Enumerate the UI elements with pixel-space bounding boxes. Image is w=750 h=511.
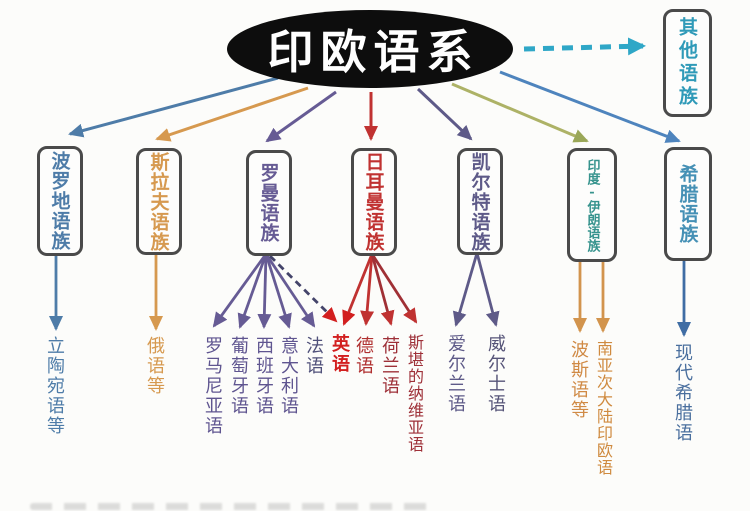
- family-box-celtic: 凯尔特语族: [457, 148, 503, 255]
- edge-root-to-slavic: [155, 86, 309, 142]
- family-box-romance: 罗曼语族: [246, 150, 292, 256]
- edge-romance-to-romanian: [212, 253, 268, 328]
- family-label-germanic: 日耳曼语族: [362, 152, 385, 252]
- edge-romance-to-english-dashed: [269, 255, 338, 323]
- family-box-baltic: 波罗地语族: [37, 146, 83, 256]
- edge-root-to-indoiranian: [451, 82, 589, 143]
- leaf-russian: 俄语等: [144, 336, 165, 396]
- family-box-slavic: 斯拉夫语族: [136, 148, 182, 255]
- edge-root-to-baltic: [68, 76, 279, 138]
- edge-germanic-to-scandinavian: [370, 253, 418, 324]
- edge-germanic-to-german: [360, 253, 375, 326]
- leaf-south-asian-indo-european: 南亚次大陆印欧语: [594, 340, 613, 476]
- leaf-portuguese: 葡萄牙语: [228, 336, 249, 416]
- leaf-french: 法语: [303, 336, 324, 376]
- leaf-persian: 波斯语等: [568, 340, 589, 420]
- leaf-dutch: 荷兰语: [379, 336, 400, 396]
- root-label: 印欧语系: [267, 25, 480, 79]
- leaf-english: 英语: [329, 334, 350, 374]
- other-families-label: 其他语族: [676, 17, 698, 109]
- family-label-greek: 希腊语族: [676, 164, 699, 244]
- edge-root-to-other-dashed: [523, 37, 646, 56]
- edge-root-to-greek: [499, 70, 681, 143]
- leaf-german: 德语: [353, 336, 374, 376]
- leaf-welsh: 威尔士语: [485, 334, 506, 414]
- node-other-families: 其他语族: [663, 9, 712, 117]
- edge-root-to-celtic: [416, 87, 473, 141]
- family-box-germanic: 日耳曼语族: [351, 148, 397, 256]
- family-label-baltic: 波罗地语族: [48, 151, 71, 251]
- family-label-celtic: 凯尔特语族: [468, 151, 491, 252]
- family-box-greek: 希腊语族: [664, 147, 712, 261]
- edge-romance-to-italian: [264, 253, 292, 329]
- family-label-romance: 罗曼语族: [257, 163, 280, 243]
- leaf-romanian: 罗马尼亚语: [202, 336, 223, 436]
- node-root-indo-european: 印欧语系: [227, 10, 513, 88]
- edge-root-to-romance: [265, 90, 337, 143]
- edge-romance-to-french: [264, 253, 316, 328]
- edge-germanic-to-dutch: [370, 253, 395, 326]
- family-label-slavic: 斯拉夫语族: [147, 151, 170, 252]
- edge-romance-to-spanish: [257, 253, 272, 329]
- leaf-scandinavian: 斯堪的纳维亚语: [405, 334, 424, 453]
- cropped-caption-fragment: [30, 503, 430, 510]
- edge-celtic-to-welsh: [475, 252, 500, 327]
- leaf-lithuanian: 立陶宛语等: [44, 336, 65, 436]
- family-label-indo-iranian: 印度-伊朗语族: [584, 158, 600, 252]
- family-box-indo-iranian: 印度-伊朗语族: [567, 148, 617, 262]
- edge-germanic-to-english: [342, 253, 374, 326]
- edge-celtic-to-irish: [452, 252, 479, 327]
- leaf-modern-greek: 现代希腊语: [672, 343, 693, 443]
- leaf-irish: 爱尔兰语: [445, 334, 466, 414]
- leaf-spanish: 西班牙语: [253, 336, 274, 416]
- edge-romance-to-portuguese: [237, 253, 268, 329]
- leaf-italian: 意大利语: [278, 336, 299, 416]
